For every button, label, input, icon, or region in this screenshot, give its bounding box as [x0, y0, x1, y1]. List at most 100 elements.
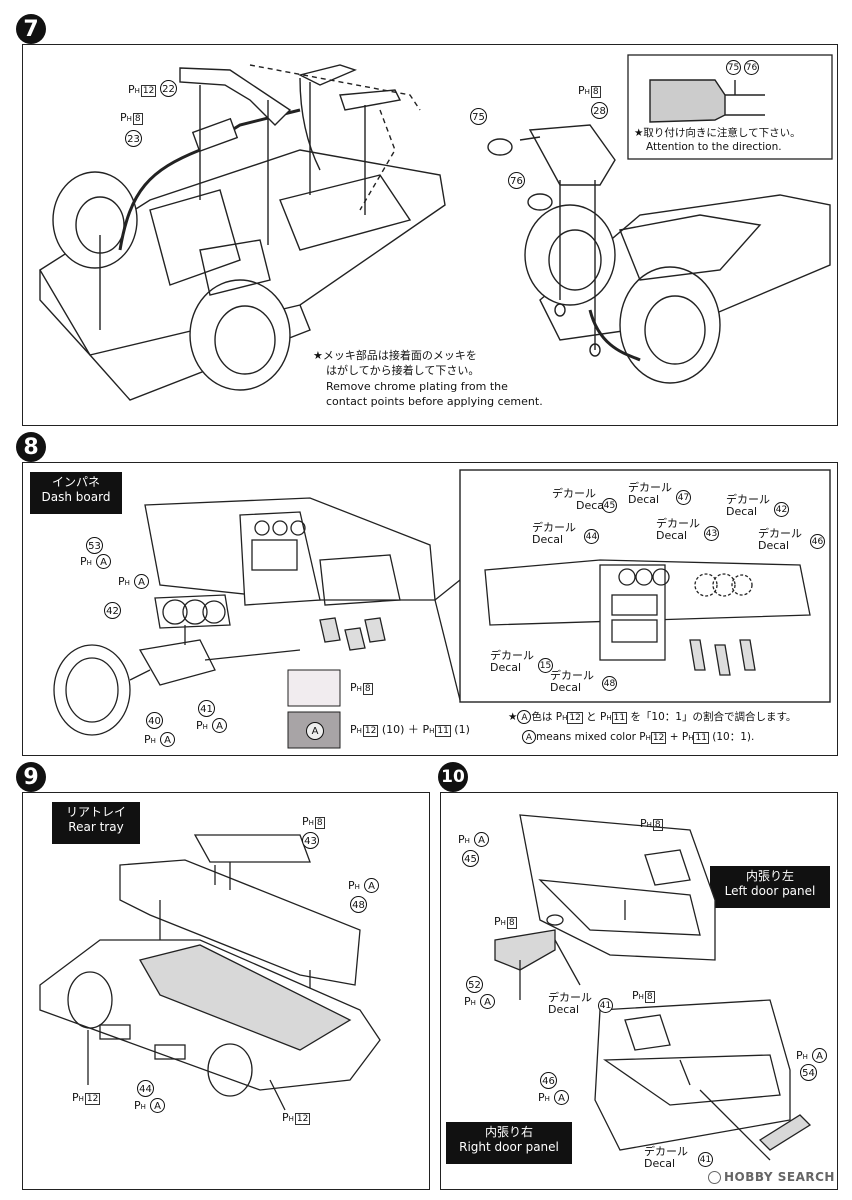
part-54-callout: 54 [800, 1064, 817, 1081]
step8-ph-a-53: PH [80, 555, 92, 568]
attention-note-en: Attention to the direction. [646, 141, 782, 153]
part-48-callout: 48 [350, 896, 367, 913]
decal-42-number: 42 [774, 502, 789, 517]
step9-ph-a-48: PH [348, 879, 360, 892]
decal-43-number: 43 [704, 526, 719, 541]
step-10-frame [440, 792, 838, 1190]
left-door-panel-title-jp: 内張り左 [745, 869, 794, 883]
chrome-note-jp-1: ★メッキ部品は接着面のメッキを [313, 349, 477, 362]
hobby-search-watermark: HOBBY SEARCH [708, 1170, 835, 1184]
part-28-callout: 28 [591, 102, 608, 119]
chrome-note-en-2: contact points before applying cement. [326, 395, 543, 408]
part-41-callout: 41 [198, 700, 215, 717]
part-44-callout: 44 [137, 1080, 154, 1097]
paint-a-54: A [812, 1048, 827, 1063]
paint-a-44: A [150, 1098, 165, 1113]
step-9-frame [22, 792, 430, 1190]
part-42-callout: 42 [104, 602, 121, 619]
step-7-chassis-drawing [39, 54, 833, 401]
part-43-rear-callout: 43 [302, 832, 319, 849]
rear-tray-title-jp: リアトレイ [65, 805, 126, 819]
left-door-panel-title: 内張り左 Left door panel [710, 866, 830, 908]
rear-tray-title: リアトレイ Rear tray [52, 802, 140, 844]
step-7-badge: 7 [16, 14, 46, 44]
step10-ph-a-45: PH [458, 833, 470, 846]
step8-ph-a-40: PH [144, 733, 156, 746]
step10-ph-a-52: PH [464, 995, 476, 1008]
part-22-callout: 22 [160, 80, 177, 97]
watermark-logo-icon [708, 1171, 721, 1184]
step-8-dashboard-drawing [53, 469, 831, 749]
chrome-note-en-1: Remove chrome plating from the [326, 380, 508, 393]
right-door-panel-title: 内張り右 Right door panel [446, 1122, 572, 1164]
attention-note-jp: ★取り付け向きに注意して下さい。 [634, 127, 801, 139]
part-76-callout: 76 [508, 172, 525, 189]
step-10-badge: 10 [438, 762, 468, 792]
paint-a-53: A [96, 554, 111, 569]
step10-ph-a-46: PH [538, 1091, 550, 1104]
paint-a-46: A [554, 1090, 569, 1105]
paint-a-48: A [364, 878, 379, 893]
left-door-panel-title-en: Left door panel [724, 884, 816, 898]
decal-46-number: 46 [810, 534, 825, 549]
part-45-callout: 45 [462, 850, 479, 867]
decal-41-right-number: 41 [698, 1152, 713, 1167]
part-75-callout: 75 [470, 108, 487, 125]
part-40-callout: 40 [146, 712, 163, 729]
step8-ph-a-41: PH [196, 719, 208, 732]
decal-47-number: 47 [676, 490, 691, 505]
part-52-callout: 52 [466, 976, 483, 993]
dash-board-title-jp: インパネ [51, 475, 100, 489]
right-door-panel-title-en: Right door panel [459, 1140, 559, 1154]
step-7-frame [22, 44, 838, 426]
paint-a-42: A [134, 574, 149, 589]
step-9-badge: 9 [16, 762, 46, 792]
step10-ph-a-54: PH [796, 1049, 808, 1062]
dash-board-title: インパネ Dash board [30, 472, 122, 514]
rear-tray-title-en: Rear tray [68, 820, 124, 834]
decal-48-number: 48 [602, 676, 617, 691]
step8-ph-a-42: PH [118, 575, 130, 588]
decal-15-number: 15 [538, 658, 553, 673]
decal-45-number: 45 [602, 498, 617, 513]
paint-a-45: A [474, 832, 489, 847]
decal-41-left-number: 41 [598, 998, 613, 1013]
chrome-note-jp-2: はがしてから接着して下さい。 [326, 364, 480, 377]
part-46-callout: 46 [540, 1072, 557, 1089]
paint-a-41: A [212, 718, 227, 733]
step-8-badge: 8 [16, 432, 46, 462]
inset-part-75-callout: 75 [726, 60, 741, 75]
paint-a-52: A [480, 994, 495, 1009]
step9-ph-a-44: PH [134, 1099, 146, 1112]
dash-board-title-en: Dash board [41, 490, 111, 504]
part-23-callout: 23 [125, 130, 142, 147]
legend-a-swatch-label: A [306, 722, 324, 740]
paint-a-40: A [160, 732, 175, 747]
step-8-frame [22, 462, 838, 756]
decal-44-number: 44 [584, 529, 599, 544]
